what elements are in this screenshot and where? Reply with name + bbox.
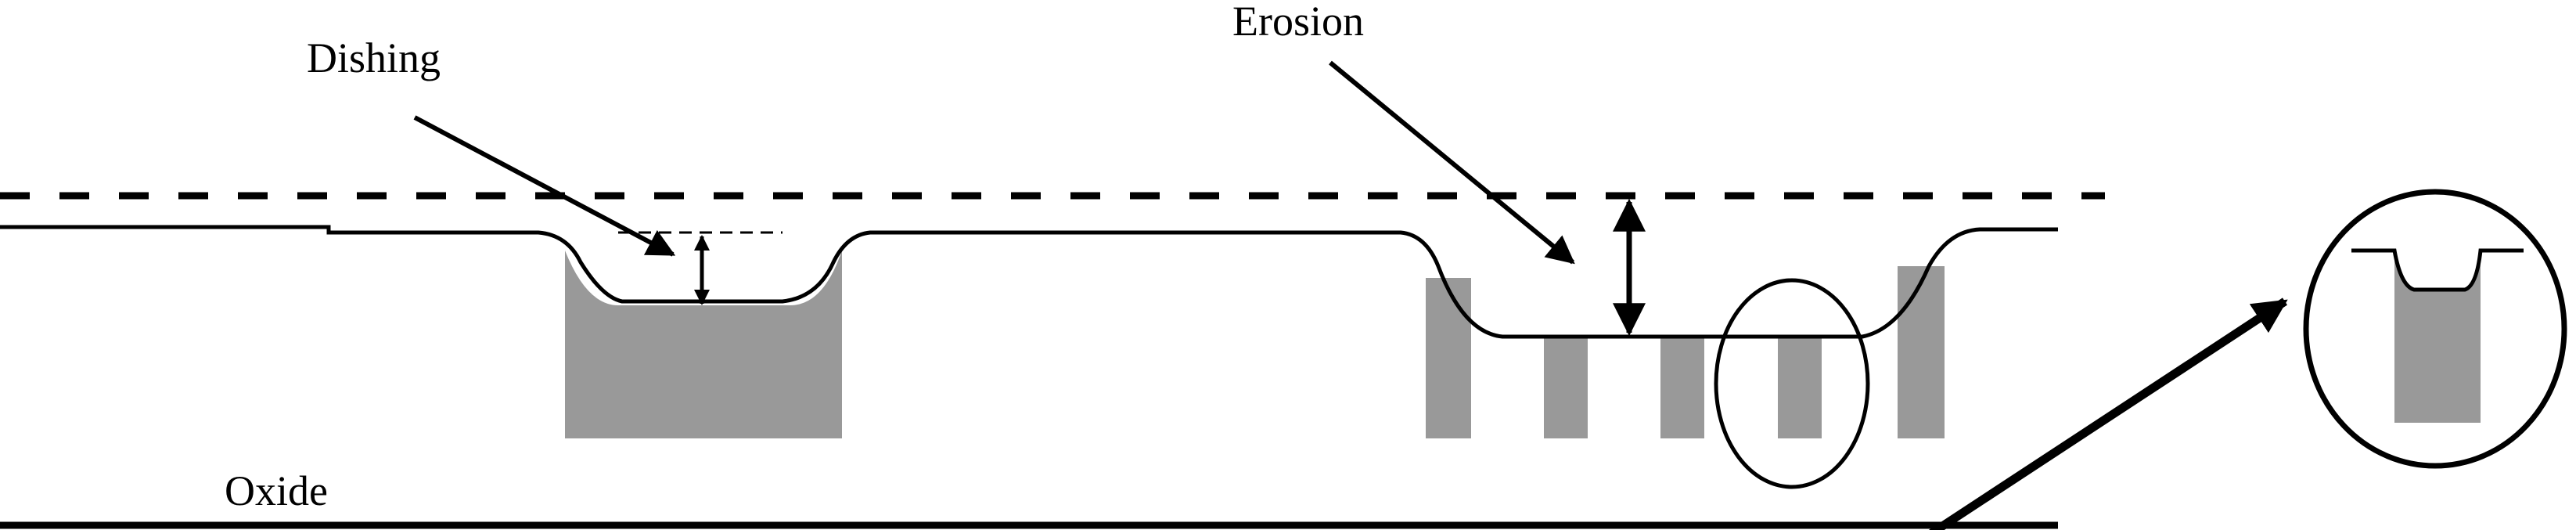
erosion-metal-line-1 (1426, 278, 1471, 438)
oxide-surface-profile (0, 225, 2058, 339)
zoomed-detail (2303, 189, 2567, 469)
erosion-metal-line-2 (1544, 337, 1588, 438)
erosion-metal-line-4 (1778, 337, 1822, 438)
erosion-pointer-arrow (1329, 60, 1575, 265)
zoom-source-circle (1714, 278, 1870, 489)
dishing-label: Dishing (307, 34, 441, 81)
oxide-label: Oxide (225, 467, 328, 514)
erosion-metal-line-5 (1898, 266, 1945, 438)
magnification-arrow (1928, 297, 2288, 530)
erosion-metal-line-3 (1660, 337, 1704, 438)
dishing-pointer-arrow (413, 115, 676, 257)
dishing-metal-pad (565, 251, 842, 438)
erosion-label: Erosion (1232, 0, 1364, 45)
